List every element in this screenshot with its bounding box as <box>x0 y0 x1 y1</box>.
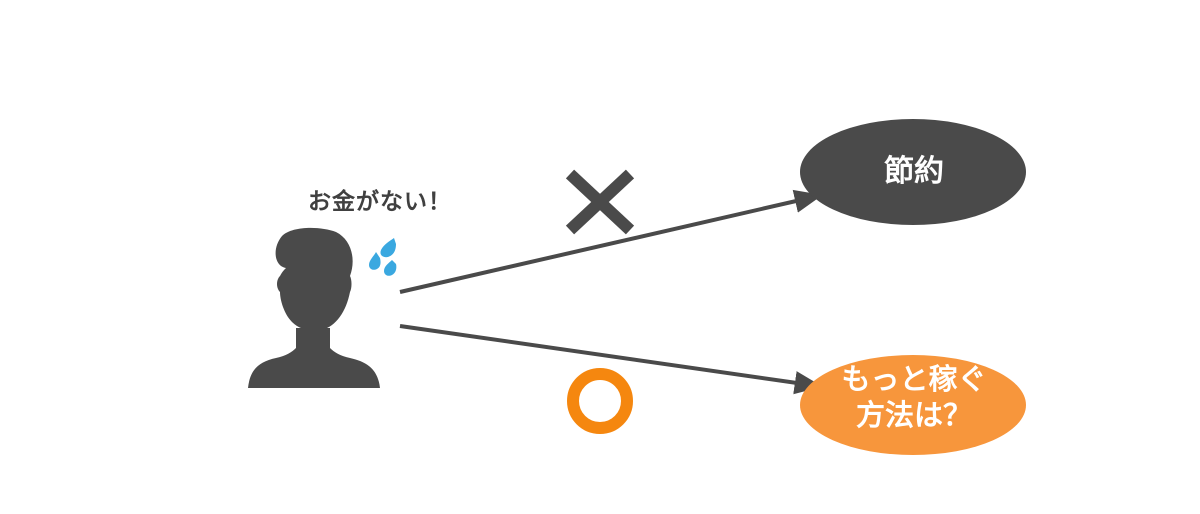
speech-text: お金がない！ <box>308 189 452 215</box>
arrow-to-savings <box>399 189 823 294</box>
arrow-to-earn-more <box>399 324 823 395</box>
earn-more-ellipse <box>800 355 1026 455</box>
earn-more-label-line1: もっと稼ぐ <box>841 362 987 396</box>
earn-more-label: もっと稼ぐ 方法は？ <box>800 361 1028 434</box>
savings-label: 節約 <box>800 146 1028 198</box>
savings-label-text: 節約 <box>884 154 944 189</box>
sweat-drops-icon <box>369 238 397 276</box>
savings-ellipse <box>800 119 1026 225</box>
earn-more-label-line2: 方法は？ <box>855 398 972 433</box>
cross-mark-icon <box>565 169 635 235</box>
circle-mark-icon <box>567 368 633 434</box>
person-silhouette-icon <box>248 227 380 388</box>
